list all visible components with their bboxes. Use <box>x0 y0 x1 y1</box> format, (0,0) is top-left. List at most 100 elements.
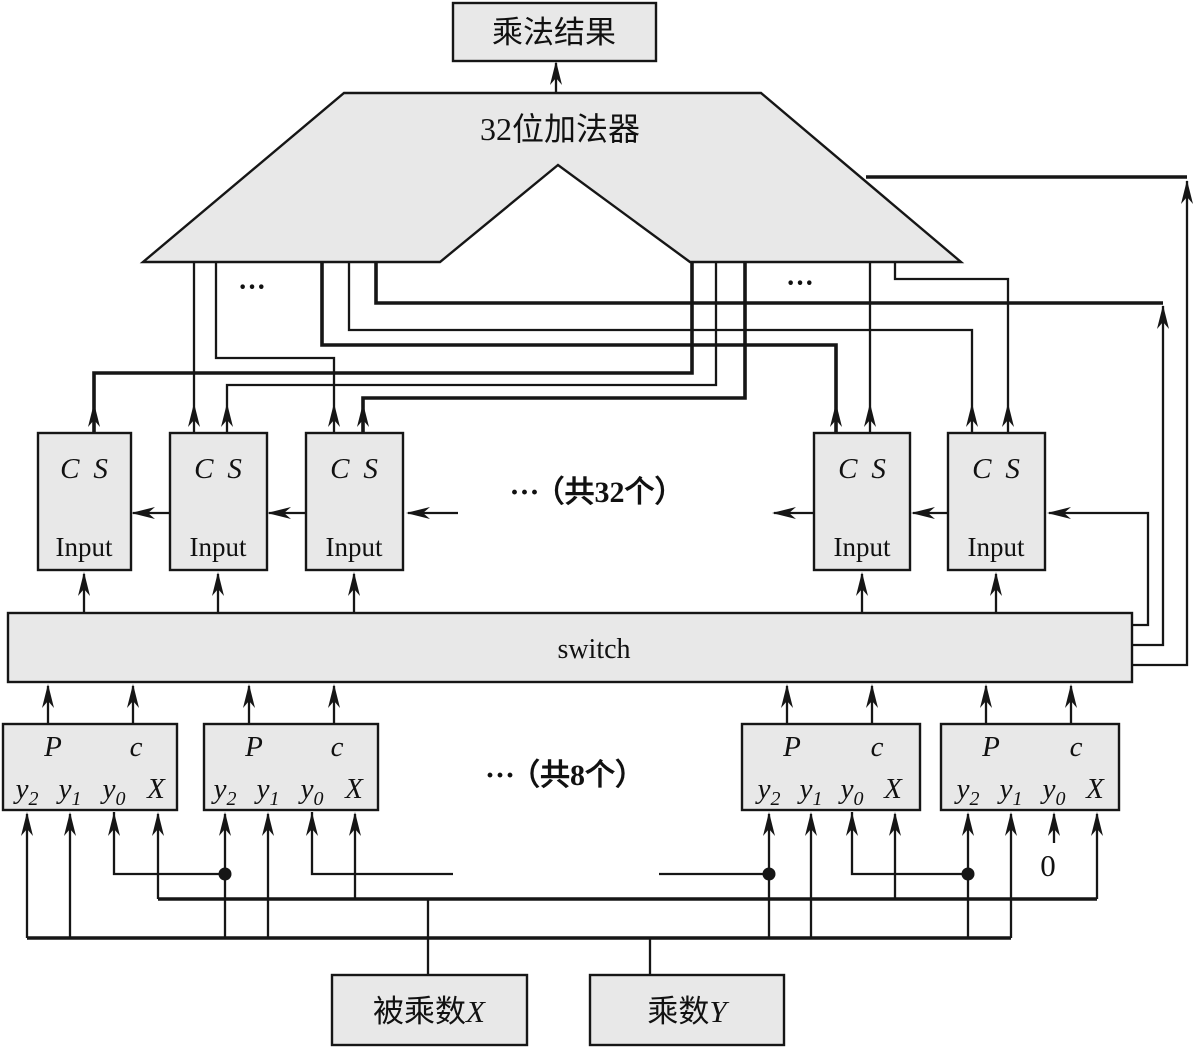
arrowhead-up <box>328 684 340 708</box>
wire-cs3-s <box>361 262 747 433</box>
arrowhead-up <box>243 684 255 708</box>
multiplier-box: 乘数Y <box>588 973 786 1047</box>
y0-label: y0 <box>298 773 324 810</box>
decoder-count-annotation: ··· （共8个） <box>485 758 645 792</box>
arrowhead-up <box>21 812 33 836</box>
cs-box <box>36 431 133 572</box>
y1-label: y1 <box>56 773 82 810</box>
wire-cs5-c <box>347 262 974 433</box>
result-box: 乘法结果 <box>451 1 658 63</box>
wire-cs3-c <box>214 262 336 433</box>
arrowhead-up <box>306 812 318 836</box>
decoder-box <box>202 722 380 812</box>
switch-shape <box>6 611 1134 684</box>
p-label: P <box>244 731 263 763</box>
adder-shape <box>139 91 965 264</box>
arrowhead-up <box>219 812 231 836</box>
arrowhead-up <box>781 684 793 708</box>
s-label: S <box>93 453 108 485</box>
arrowhead-up <box>88 403 100 427</box>
input-label: Input <box>56 532 113 562</box>
y2-label: y2 <box>13 773 39 810</box>
arrowhead-left <box>131 507 155 519</box>
decoder-count-text: （共8个） <box>525 758 645 792</box>
cs-box <box>168 431 269 572</box>
arrowhead-up <box>127 684 139 708</box>
arrowhead-up <box>1005 812 1017 836</box>
wire-y0link-d1-d2 <box>112 812 225 876</box>
c-small-label: c <box>331 731 344 763</box>
y2-label: y2 <box>755 773 781 810</box>
arrowhead-up <box>262 812 274 836</box>
arrowhead-left <box>406 507 430 519</box>
arrowhead-up <box>864 403 876 427</box>
arrowhead-up <box>357 403 369 427</box>
c-small-label: c <box>871 731 884 763</box>
y1-label: y1 <box>997 773 1023 810</box>
arrowhead-up <box>830 403 842 427</box>
wire-carry-switch-cs5 <box>1049 511 1150 627</box>
p-label: P <box>981 731 1000 763</box>
cs-box <box>946 431 1047 572</box>
x-label: X <box>344 773 364 805</box>
ellipsis-dots: ··· <box>485 759 515 792</box>
x-label: X <box>146 773 166 805</box>
y1-label: y1 <box>254 773 280 810</box>
arrowhead-up <box>1091 812 1103 836</box>
arrowhead-up <box>1065 684 1077 708</box>
c-label: C <box>60 453 80 485</box>
input-label: Input <box>834 532 891 562</box>
x-label: X <box>883 773 903 805</box>
decoder-unit-3: P c y2 y1 y0 X <box>740 722 922 812</box>
multiplier-shape <box>588 973 786 1047</box>
p-label: P <box>43 731 62 763</box>
decoder-box <box>740 722 922 812</box>
arrowhead-up <box>846 812 858 836</box>
arrowhead-up <box>328 403 340 427</box>
multiplicand-label: 被乘数X <box>373 994 486 1029</box>
cs-box <box>812 431 912 572</box>
arrowhead-left <box>911 507 935 519</box>
decoder-box <box>939 722 1121 812</box>
cs-count-text: （共32个） <box>550 475 685 509</box>
arrowhead-up <box>64 812 76 836</box>
arrowhead-up <box>1181 180 1193 204</box>
arrowhead-up <box>1048 812 1060 836</box>
input-label: Input <box>326 532 383 562</box>
wire-cs2-s <box>225 262 718 433</box>
wire-feedback1-up <box>1132 306 1165 647</box>
wire-cs5-s <box>893 262 1010 433</box>
decoder-unit-1: P c y2 y1 y0 X <box>1 722 179 812</box>
c-small-label: c <box>130 731 143 763</box>
c-label: C <box>194 453 214 485</box>
wire-cs4-c <box>320 262 838 433</box>
junction-dot <box>218 867 232 881</box>
wire-cs1-out <box>92 262 694 433</box>
y0-label: y0 <box>1040 773 1066 810</box>
c-small-label: c <box>1070 731 1083 763</box>
x-label: X <box>1085 773 1105 805</box>
arrowhead-up <box>1002 403 1014 427</box>
multiplicand-shape <box>330 973 529 1047</box>
arrowhead-left <box>267 507 291 519</box>
junction-dot <box>762 867 776 881</box>
y2-label: y2 <box>954 773 980 810</box>
y0-label: y0 <box>838 773 864 810</box>
arrowhead-up <box>550 61 562 85</box>
arrowhead-up <box>188 403 200 427</box>
wire-feedback2-up <box>1132 181 1189 667</box>
arrowhead-up <box>152 812 164 836</box>
arrowhead-up <box>212 572 224 596</box>
c-label: C <box>330 453 350 485</box>
junction-dots <box>218 867 975 881</box>
wire-feedback1-bus <box>374 262 1163 305</box>
p-label: P <box>782 731 801 763</box>
arrowhead-up <box>42 684 54 708</box>
result-label: 乘法结果 <box>492 15 616 50</box>
